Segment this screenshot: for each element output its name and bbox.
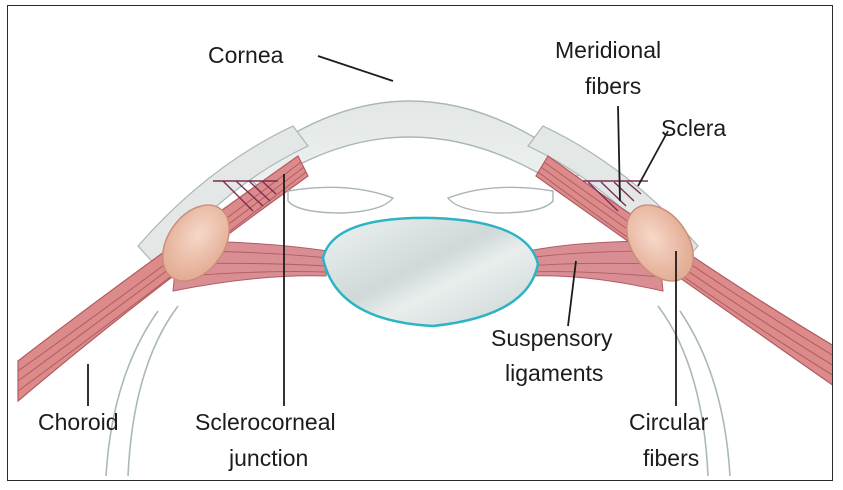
label-cornea: Cornea <box>208 42 284 68</box>
cornea-leader <box>318 56 393 81</box>
label-sclerocorneal-1: Sclerocorneal <box>195 409 336 435</box>
eye-anatomy-diagram: Cornea Meridional fibers Sclera Suspenso… <box>8 6 833 481</box>
label-circular-1: Circular <box>629 409 709 435</box>
label-suspensory-1: Suspensory <box>491 325 613 351</box>
iris-left <box>288 187 393 213</box>
diagram-frame: Cornea Meridional fibers Sclera Suspenso… <box>7 5 833 481</box>
label-sclera: Sclera <box>661 115 726 141</box>
meridional-fibers-left <box>18 156 308 401</box>
label-circular-2: fibers <box>643 445 699 471</box>
label-choroid: Choroid <box>38 409 119 435</box>
iris-right <box>448 187 553 213</box>
label-suspensory-2: ligaments <box>505 360 603 386</box>
lens <box>323 218 538 326</box>
choroid-lines <box>106 306 730 476</box>
label-meridional-2: fibers <box>585 73 641 99</box>
label-sclerocorneal-2: junction <box>228 445 308 471</box>
label-meridional-1: Meridional <box>555 37 661 63</box>
